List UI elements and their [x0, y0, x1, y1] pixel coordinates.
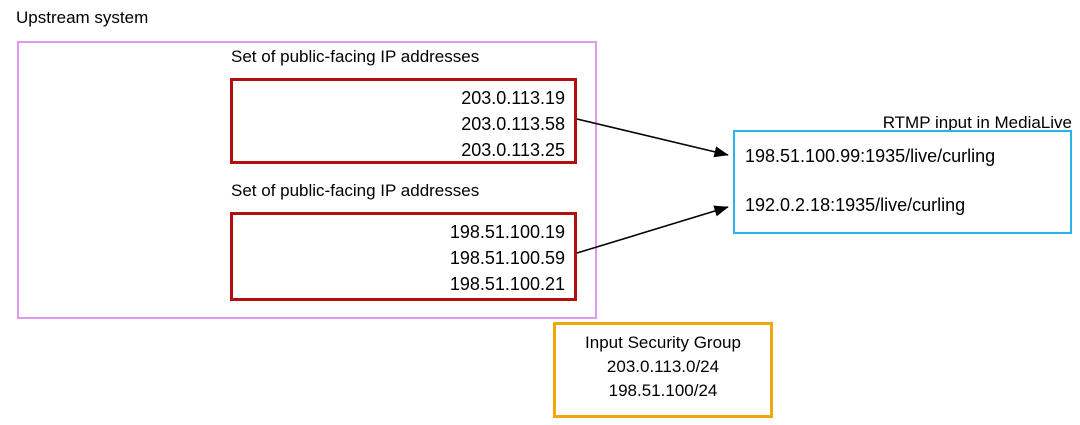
ip-address: 198.51.100.19	[449, 222, 565, 242]
ip-set-1-caption: Set of public-facing IP addresses	[231, 47, 480, 66]
arrow-ipset1-to-rtmp-endpoint1	[576, 118, 729, 158]
rtmp-input-caption: RTMP input in MediaLive	[882, 113, 1072, 132]
ip-set-2-box: 198.51.100.19 198.51.100.59 198.51.100.2…	[230, 212, 577, 301]
arrow-ipset2-to-rtmp-endpoint2	[576, 205, 729, 254]
cidr-block: 198.51.100/24	[608, 381, 718, 400]
rtmp-endpoint: 198.51.100.99:1935/live/curling	[745, 146, 996, 166]
input-security-group-box: Input Security Group 203.0.113.0/24 198.…	[553, 322, 773, 418]
rtmp-endpoint: 192.0.2.18:1935/live/curling	[745, 195, 966, 215]
ip-address: 203.0.113.58	[461, 114, 565, 134]
input-security-group-title: Input Security Group	[585, 333, 741, 352]
upstream-system-label: Upstream system	[16, 8, 149, 27]
ip-set-1-box: 203.0.113.19 203.0.113.58 203.0.113.25	[230, 78, 577, 164]
ip-address: 198.51.100.21	[449, 274, 565, 294]
ip-address: 198.51.100.59	[449, 248, 565, 268]
cidr-block: 203.0.113.0/24	[606, 357, 720, 376]
ip-address: 203.0.113.25	[461, 140, 565, 160]
ip-address: 203.0.113.19	[461, 88, 565, 108]
rtmp-input-box: 198.51.100.99:1935/live/curling 192.0.2.…	[733, 130, 1072, 234]
ip-set-2-caption: Set of public-facing IP addresses	[231, 181, 480, 200]
upstream-system-container	[17, 41, 597, 319]
